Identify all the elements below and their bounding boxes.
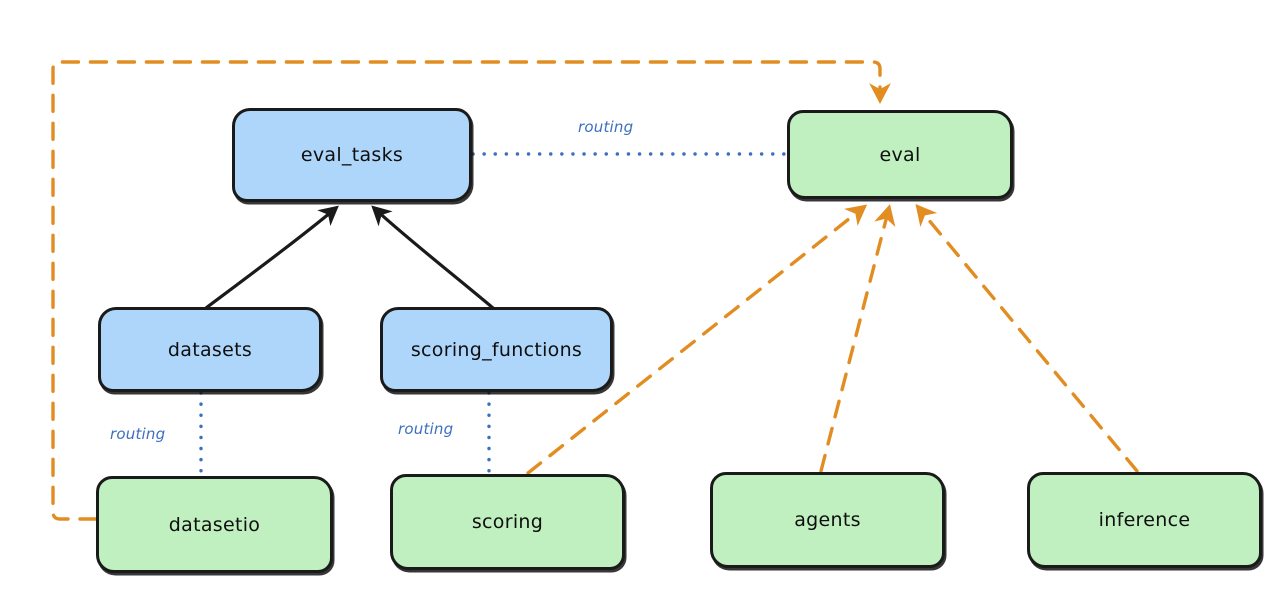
- node-agents[interactable]: agents: [710, 472, 945, 568]
- edge-scoring-functions-to-eval-tasks: [371, 205, 495, 310]
- node-scoring_functions[interactable]: scoring_functions: [380, 307, 613, 392]
- node-label-scoring: scoring: [471, 511, 544, 533]
- node-datasets[interactable]: datasets: [98, 307, 322, 392]
- node-label-agents: agents: [794, 509, 861, 531]
- node-datasetio[interactable]: datasetio: [96, 476, 333, 573]
- node-label-eval_tasks: eval_tasks: [300, 144, 404, 166]
- node-label-eval: eval: [879, 143, 921, 166]
- node-scoring[interactable]: scoring: [390, 474, 625, 570]
- edge-agents-to-eval: [819, 204, 896, 473]
- node-label-inference: inference: [1098, 509, 1191, 531]
- node-inference[interactable]: inference: [1027, 472, 1262, 568]
- node-eval_tasks[interactable]: eval_tasks: [232, 108, 472, 202]
- node-eval[interactable]: eval: [787, 110, 1013, 199]
- node-label-datasetio: datasetio: [168, 513, 261, 536]
- edge-scoring-to-eval: [526, 204, 868, 475]
- edge-datasetio-to-eval: [51, 60, 891, 521]
- node-label-datasets: datasets: [167, 338, 253, 361]
- edge-datasets-to-eval-tasks: [204, 205, 339, 310]
- edge-label-routing-datasets-datasetio: routing: [110, 425, 166, 443]
- edge-label-routing-eval_tasks-eval: routing: [578, 118, 634, 136]
- node-label-scoring_functions: scoring_functions: [410, 338, 583, 361]
- edge-label-routing-scoring_functions-scoring: routing: [398, 420, 454, 438]
- edge-inference-to-eval: [915, 203, 1139, 473]
